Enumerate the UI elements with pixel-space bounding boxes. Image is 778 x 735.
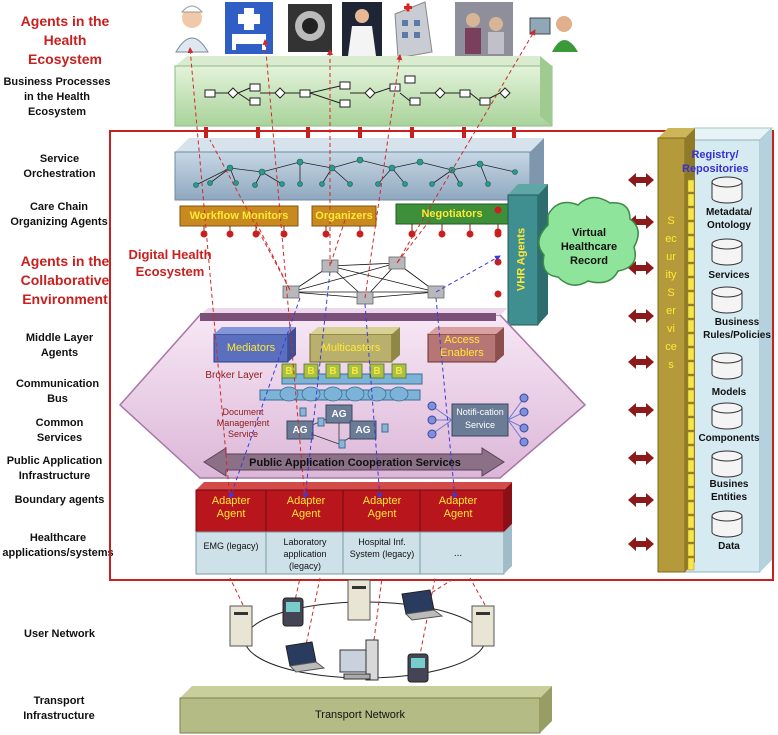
common-services-label: Common Services xyxy=(35,417,84,444)
agent-trace-lines xyxy=(187,29,536,501)
adapter-agent-1: Adapter Agent xyxy=(211,495,251,520)
app-laboratory: Laboratory application (legacy) xyxy=(283,537,327,571)
business-processes-label: Business Processes in the Health Ecosyst… xyxy=(3,76,111,118)
transport-network-label: Transport Network xyxy=(314,709,406,721)
security-link-arrows xyxy=(628,173,654,551)
broker-layer-label: Broker Layer xyxy=(205,370,263,381)
adapter-agent-2: Adapter Agent xyxy=(286,495,326,520)
transport-network-bar xyxy=(179,686,552,734)
public-app-coop-arrow xyxy=(203,447,505,477)
business-processes-bar xyxy=(174,56,553,139)
broker-mesh xyxy=(282,256,445,305)
healthcare-app-blocks xyxy=(195,524,512,575)
repo-components: Components xyxy=(698,433,760,444)
adapter-agent-3: Adapter Agent xyxy=(362,495,402,520)
repository-cylinders xyxy=(711,176,743,538)
user-network-label: User Network xyxy=(24,628,95,640)
repo-metadata: Metadata/ Ontology xyxy=(705,207,753,231)
access-enablers-label: Access Enablers xyxy=(440,334,484,359)
registry-title: Registry/ Repositories xyxy=(682,149,749,175)
middle-layer-label: Middle Layer Agents xyxy=(25,332,94,359)
repo-business-rules: Business Rules/Policies xyxy=(703,317,771,341)
middle-layer-blocks xyxy=(213,327,504,363)
repo-services: Services xyxy=(708,270,750,281)
service-orchestration-block xyxy=(174,138,544,201)
security-services-column xyxy=(657,128,695,573)
communication-bus-label: Communication Bus xyxy=(15,378,100,405)
app-emg: EMG (legacy) xyxy=(203,541,259,551)
workflow-monitors-label: Workflow Monitors xyxy=(189,210,289,222)
digital-health-ecosystem-heading: Digital Health Ecosystem xyxy=(128,247,212,279)
mediators-label: Mediators xyxy=(226,342,276,354)
notification-service xyxy=(427,393,529,447)
mri-scanner-icon xyxy=(288,4,332,52)
bus-letter-5: B xyxy=(373,366,381,377)
patient-care-photo-icon xyxy=(455,2,513,56)
bus-letter-1: B xyxy=(285,366,293,377)
negotiators-label: Negotiators xyxy=(421,208,483,220)
bus-letter-3: B xyxy=(329,366,337,377)
agent-icons-row xyxy=(170,0,590,60)
repo-business-entities: Busines Entities xyxy=(709,479,749,503)
virtual-record-label: Virtual Healthcare Record xyxy=(560,227,618,267)
service-orchestration-label: Service Orchestration xyxy=(23,153,96,180)
communication-bus xyxy=(259,363,423,402)
healthcare-apps-label: Healthcare applications/systems xyxy=(2,532,114,559)
repo-models: Models xyxy=(711,387,747,398)
security-services-label: Security Services xyxy=(665,215,677,371)
notification-label: Notifi-cation Service xyxy=(456,407,504,430)
user-network xyxy=(229,577,495,683)
digital-ecosystem-frame xyxy=(109,130,774,581)
document-mgmt-label: Document Management Service xyxy=(216,407,270,439)
app-more: ... xyxy=(453,548,463,559)
bus-letter-2: B xyxy=(307,366,315,377)
bus-letter-6: B xyxy=(395,366,403,377)
repo-data: Data xyxy=(718,541,740,552)
adapter-trace-lines xyxy=(228,255,501,499)
bus-letter-4: B xyxy=(351,366,359,377)
ag-network xyxy=(286,404,389,449)
transport-infra-label: Transport Infrastructure xyxy=(23,695,95,722)
agents-collaborative-heading: Agents in the Collaborative Environment xyxy=(20,253,110,307)
ag-label-2: AG xyxy=(292,425,308,436)
nurse-icon xyxy=(175,5,209,53)
ag-label-3: AG xyxy=(355,425,371,436)
care-chain-label: Care Chain Organizing Agents xyxy=(10,201,108,228)
public-app-infra-label: Public Application Infrastructure xyxy=(6,455,103,482)
public-app-coop-label: Public Application Cooperation Services xyxy=(249,457,461,469)
hospital-building-icon xyxy=(394,1,433,59)
vhr-agents-label: VHR Agents xyxy=(515,227,528,292)
organizers-label: Organizers xyxy=(315,210,373,222)
app-hospital-inf: Hospital Inf. System (legacy) xyxy=(349,537,415,559)
boundary-agents-label: Boundary agents xyxy=(14,494,105,506)
care-chain-agents xyxy=(179,203,509,238)
virtual-record-cloud xyxy=(538,196,639,286)
ag-label-1: AG xyxy=(331,409,347,420)
doctor-icon xyxy=(342,2,382,56)
multicasters-label: Multicasters xyxy=(321,342,381,354)
adapter-agent-4: Adapter Agent xyxy=(438,495,478,520)
agents-in-health-ecosystem-heading: Agents in the Health Ecosystem xyxy=(20,13,110,67)
